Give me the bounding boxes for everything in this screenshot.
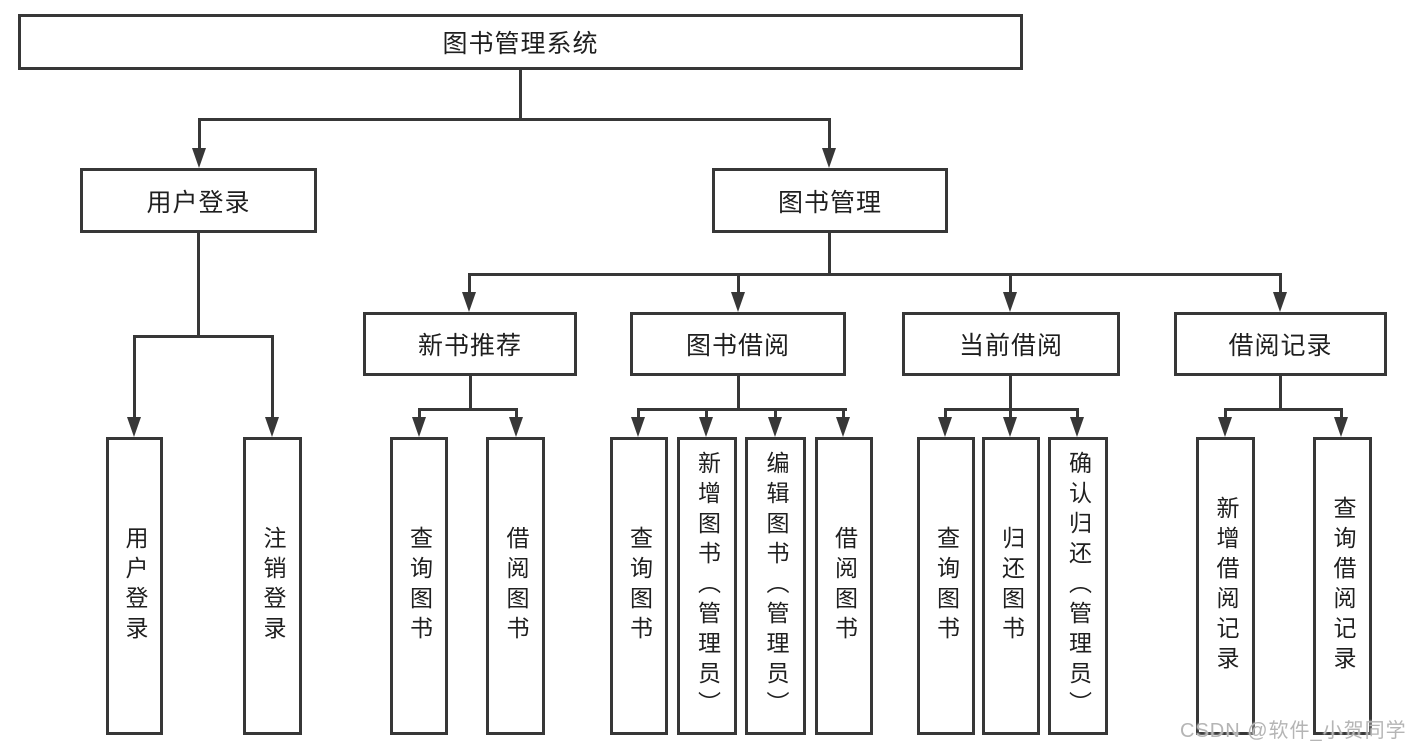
leaf-current-confirm-return: 确认归还（管理员）: [1048, 437, 1108, 735]
connector-drop-line: [515, 408, 518, 419]
connector-level3-hline: [468, 273, 1281, 276]
arrowhead-icon: [192, 148, 206, 168]
arrowhead-icon: [1003, 292, 1017, 312]
arrowhead-icon: [699, 417, 713, 437]
connector-drop-line: [774, 408, 777, 419]
arrowhead-icon: [1273, 292, 1287, 312]
leaf-borrowing-query: 查询图书: [610, 437, 668, 735]
connector-drop-line: [944, 408, 947, 419]
leaf-borrowing-add: 新增图书（管理员）: [677, 437, 737, 735]
connector-drop-line: [737, 273, 740, 294]
connector-drop-line: [1224, 408, 1227, 419]
leaf-current-query-label: 查询图书: [933, 526, 960, 646]
leaf-borrowing-borrow: 借阅图书: [815, 437, 873, 735]
connector-drop-line: [1009, 273, 1012, 294]
node-borrow-records: 借阅记录: [1174, 312, 1387, 376]
node-book-management-label: 图书管理: [777, 188, 882, 217]
connector-root-vline: [519, 70, 522, 118]
connector-drop-line: [637, 408, 640, 419]
leaf-records-add-label: 新增借阅记录: [1213, 496, 1239, 676]
node-root: 图书管理系统: [18, 14, 1023, 70]
connector-new-book-vline: [469, 376, 472, 408]
node-borrowing: 图书借阅: [630, 312, 846, 376]
arrowhead-icon: [127, 417, 141, 437]
arrowhead-icon: [631, 417, 645, 437]
node-root-label: 图书管理系统: [442, 30, 599, 58]
connector-drop-line: [1279, 273, 1282, 294]
node-current-borrow-label: 当前借阅: [958, 332, 1063, 360]
arrowhead-icon: [731, 292, 745, 312]
connector-borrowing-hline: [637, 408, 847, 411]
connector-drop-line: [1340, 408, 1343, 419]
node-user-login: 用户登录: [80, 168, 317, 233]
connector-records-hline: [1224, 408, 1343, 411]
connector-new-book-hline: [418, 408, 518, 411]
watermark-text: CSDN @软件_小贺同学: [1180, 720, 1405, 742]
leaf-newbook-query-label: 查询图书: [406, 526, 433, 646]
arrowhead-icon: [462, 292, 476, 312]
connector-drop-line: [828, 118, 831, 150]
connector-level2-hline: [198, 118, 831, 121]
leaf-user-login-label: 用户登录: [122, 526, 148, 646]
arrowhead-icon: [836, 417, 850, 437]
connector-drop-line: [468, 273, 471, 294]
leaf-borrowing-query-label: 查询图书: [626, 526, 653, 646]
arrowhead-icon: [938, 417, 952, 437]
arrowhead-icon: [768, 417, 782, 437]
node-new-book-label: 新书推荐: [417, 332, 522, 360]
arrowhead-icon: [412, 417, 426, 437]
connector-drop-line: [842, 408, 845, 419]
leaf-newbook-query: 查询图书: [390, 437, 448, 735]
node-borrow-records-label: 借阅记录: [1228, 332, 1333, 360]
leaf-user-login: 用户登录: [106, 437, 163, 735]
node-borrowing-label: 图书借阅: [685, 332, 790, 360]
arrowhead-icon: [822, 148, 836, 168]
leaf-borrowing-edit-label: 编辑图书（管理员）: [763, 451, 789, 721]
leaf-logout: 注销登录: [243, 437, 302, 735]
leaf-borrowing-edit: 编辑图书（管理员）: [745, 437, 806, 735]
leaf-records-add: 新增借阅记录: [1196, 437, 1255, 735]
arrowhead-icon: [1070, 417, 1084, 437]
leaf-current-query: 查询图书: [917, 437, 975, 735]
connector-book-management-vline: [828, 233, 831, 273]
connector-drop-line: [271, 335, 274, 419]
node-new-book: 新书推荐: [363, 312, 577, 376]
node-book-management: 图书管理: [712, 168, 948, 233]
leaf-current-return: 归还图书: [982, 437, 1040, 735]
connector-records-vline: [1279, 376, 1282, 408]
node-user-login-label: 用户登录: [146, 188, 251, 217]
connector-user-login-vline: [197, 233, 200, 335]
connector-drop-line: [198, 118, 201, 150]
connector-borrowing-vline: [737, 376, 740, 408]
leaf-newbook-borrow: 借阅图书: [486, 437, 545, 735]
leaf-records-query-label: 查询借阅记录: [1330, 496, 1356, 676]
connector-drop-line: [133, 335, 136, 419]
leaf-borrowing-borrow-label: 借阅图书: [831, 526, 858, 646]
arrowhead-icon: [1003, 417, 1017, 437]
arrowhead-icon: [265, 417, 279, 437]
leaf-newbook-borrow-label: 借阅图书: [503, 526, 529, 646]
connector-drop-line: [705, 408, 708, 419]
node-current-borrow: 当前借阅: [902, 312, 1120, 376]
leaf-current-confirm-return-label: 确认归还（管理员）: [1065, 451, 1092, 721]
connector-user-login-hline: [133, 335, 274, 338]
arrowhead-icon: [1218, 417, 1232, 437]
connector-drop-line: [418, 408, 421, 419]
leaf-records-query: 查询借阅记录: [1313, 437, 1372, 735]
connector-current-vline: [1009, 376, 1012, 408]
arrowhead-icon: [1334, 417, 1348, 437]
connector-drop-line: [1076, 408, 1079, 419]
arrowhead-icon: [509, 417, 523, 437]
leaf-borrowing-add-label: 新增图书（管理员）: [694, 451, 721, 721]
leaf-logout-label: 注销登录: [260, 526, 286, 646]
leaf-current-return-label: 归还图书: [998, 526, 1025, 646]
connector-drop-line: [1009, 408, 1012, 419]
